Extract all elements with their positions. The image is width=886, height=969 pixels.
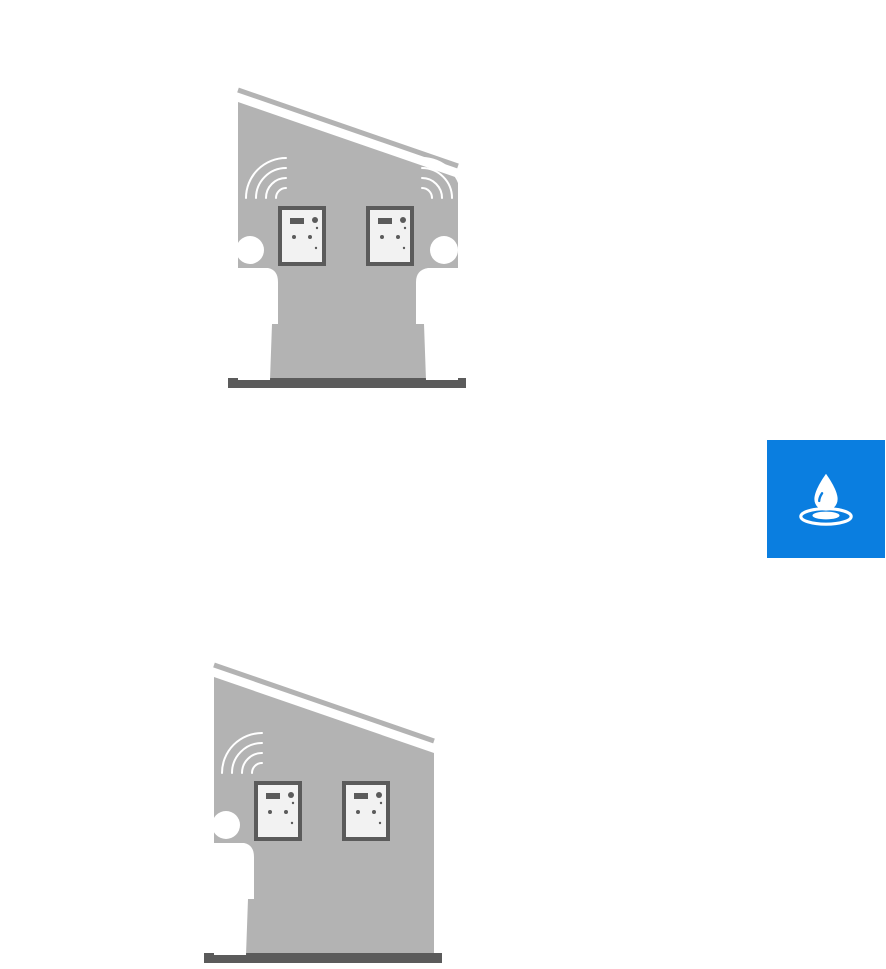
- control-panel-device-icon: [254, 781, 302, 841]
- floor-bar: [204, 953, 442, 963]
- wifi-signal-icon: [221, 732, 263, 774]
- person-silhouette-icon: [236, 236, 278, 380]
- scene-illustration-bottom: [204, 662, 442, 963]
- control-panel-device-icon: [342, 781, 390, 841]
- floor-bar: [228, 378, 466, 388]
- water-drop-ripple-icon: [799, 473, 853, 526]
- control-panel-device-icon: [278, 206, 326, 266]
- water-tile-button[interactable]: [767, 440, 885, 558]
- scene-illustration-top: [228, 87, 466, 388]
- control-panel-device-icon: [366, 206, 414, 266]
- wall: [214, 677, 434, 955]
- roof-line: [213, 662, 435, 744]
- person-silhouette-icon: [416, 236, 458, 380]
- wall: [238, 102, 458, 380]
- person-silhouette-icon: [212, 811, 254, 955]
- wifi-signal-icon: [245, 157, 287, 199]
- roof-line: [237, 87, 459, 169]
- wifi-signal-icon: [421, 157, 463, 199]
